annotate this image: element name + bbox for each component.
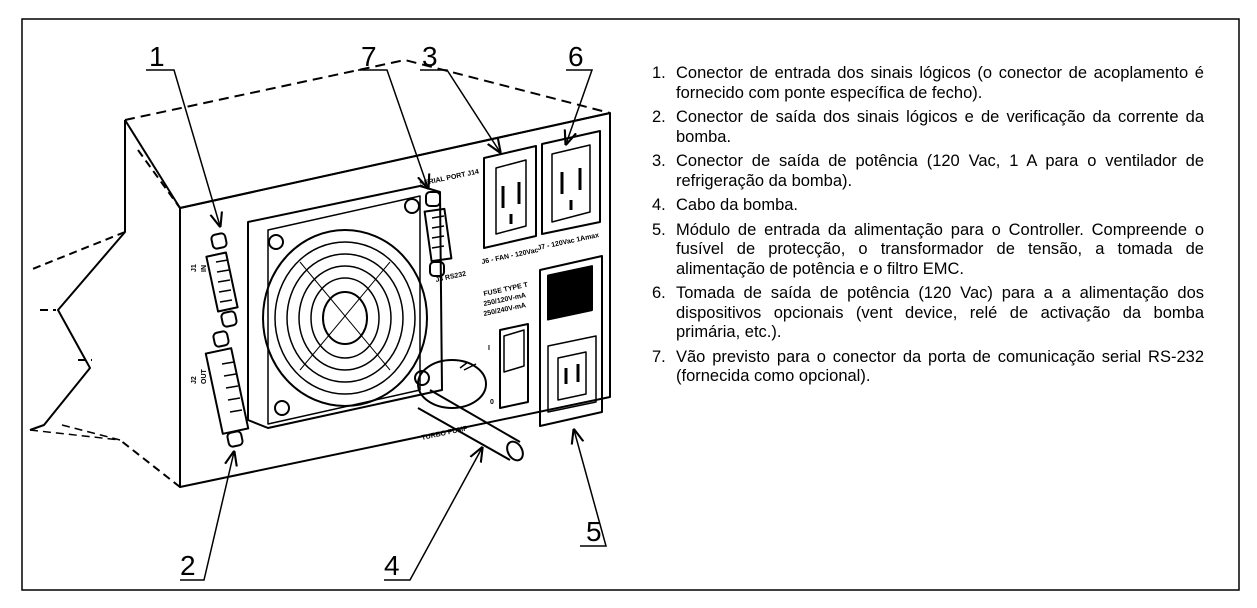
legend-num: 6.	[652, 284, 666, 302]
j7-outlet	[541, 130, 601, 235]
legend-item: 2. Conector de saída dos sinais lógicos e…	[652, 108, 1204, 147]
legend-item: 5. Módulo de entrada da alimentação para …	[652, 221, 1204, 280]
legend-text: Tomada de saída de potência (120 Vac) pa…	[676, 284, 1204, 341]
label-j1-a: J1	[191, 264, 198, 272]
callout-5: 5	[586, 516, 602, 547]
legend-item: 3. Conector de saída de potência (120 Vac…	[652, 152, 1204, 191]
label-j1-b: IN	[201, 265, 208, 272]
leader-3	[420, 69, 500, 152]
front-panel	[179, 112, 611, 488]
serial-db9-connector	[423, 191, 453, 277]
j1-connector	[205, 232, 239, 328]
legend-item: 6. Tomada de saída de potência (120 Vac) …	[652, 284, 1204, 343]
label-switch-on: I	[488, 345, 490, 352]
box-left-back-dashed	[40, 309, 92, 361]
legend-text: Conector de saída dos sinais lógicos e d…	[676, 108, 1204, 146]
j2-connector	[204, 330, 250, 448]
callout-numbers: 1 7 3 6 2 4 5	[149, 41, 602, 581]
leader-7	[358, 69, 428, 188]
legend-text: Módulo de entrada da alimentação para o …	[676, 220, 1204, 278]
legend-list: 1. Conector de entrada dos sinais lógicos…	[652, 64, 1204, 392]
pump-cable	[417, 359, 524, 462]
legend-num: 1.	[652, 64, 666, 82]
callout-2: 2	[180, 550, 196, 581]
controller-drawing	[29, 59, 611, 488]
callout-4: 4	[384, 550, 400, 581]
legend-num: 3.	[652, 152, 666, 170]
box-left-side	[29, 120, 126, 431]
callout-6: 6	[568, 41, 584, 72]
leader-1	[146, 69, 220, 226]
box-left-hidden	[29, 231, 126, 271]
legend-item: 7. Vão previsto para o conector da porta …	[652, 348, 1204, 387]
label-turbo-pump: TURBO PUMP	[421, 425, 469, 442]
label-switch-off: 0	[490, 399, 494, 406]
box-top-left-edge	[124, 119, 181, 209]
box-top-inner-dashed	[137, 149, 181, 209]
legend-num: 2.	[652, 108, 666, 126]
legend-text: Cabo da bomba.	[676, 196, 799, 214]
box-bottom-edge	[119, 439, 181, 488]
label-serial-port: SERIAL PORT J14	[419, 168, 480, 187]
leader-2	[180, 452, 234, 581]
label-j2-a: J2	[191, 376, 198, 384]
label-j3: J3 RS232	[435, 271, 467, 284]
legend-text: Vão previsto para o conector da porta de…	[676, 347, 1204, 386]
callout-3: 3	[422, 41, 438, 72]
box-left-bottom-dashed	[29, 424, 121, 441]
callout-leaders	[146, 69, 607, 581]
rocker-switch	[499, 323, 529, 409]
legend-item: 4. Cabo da bomba.	[652, 196, 1204, 216]
legend-num: 4.	[652, 196, 666, 214]
legend-text: Conector de saída de potência (120 Vac, …	[676, 152, 1204, 190]
power-entry-module	[539, 255, 603, 427]
callout-7: 7	[361, 41, 377, 72]
legend-text: Conector de entrada dos sinais lógicos (…	[676, 64, 1204, 102]
j6-outlet	[483, 145, 537, 249]
legend-item: 1. Conector de entrada dos sinais lógicos…	[652, 64, 1204, 103]
leader-5	[574, 430, 607, 547]
callout-1: 1	[149, 41, 165, 72]
fan-module	[247, 185, 443, 429]
leader-6	[566, 69, 594, 144]
legend-num: 7.	[652, 347, 666, 366]
outer-border	[21, 18, 1240, 591]
label-j7: J7 - 120Vac 1Amax	[537, 232, 600, 252]
label-j2-b: OUT	[201, 369, 208, 385]
label-j6: J6 - FAN - 120Vac	[481, 247, 539, 266]
leader-4	[384, 448, 482, 581]
legend-num: 5.	[652, 220, 666, 239]
